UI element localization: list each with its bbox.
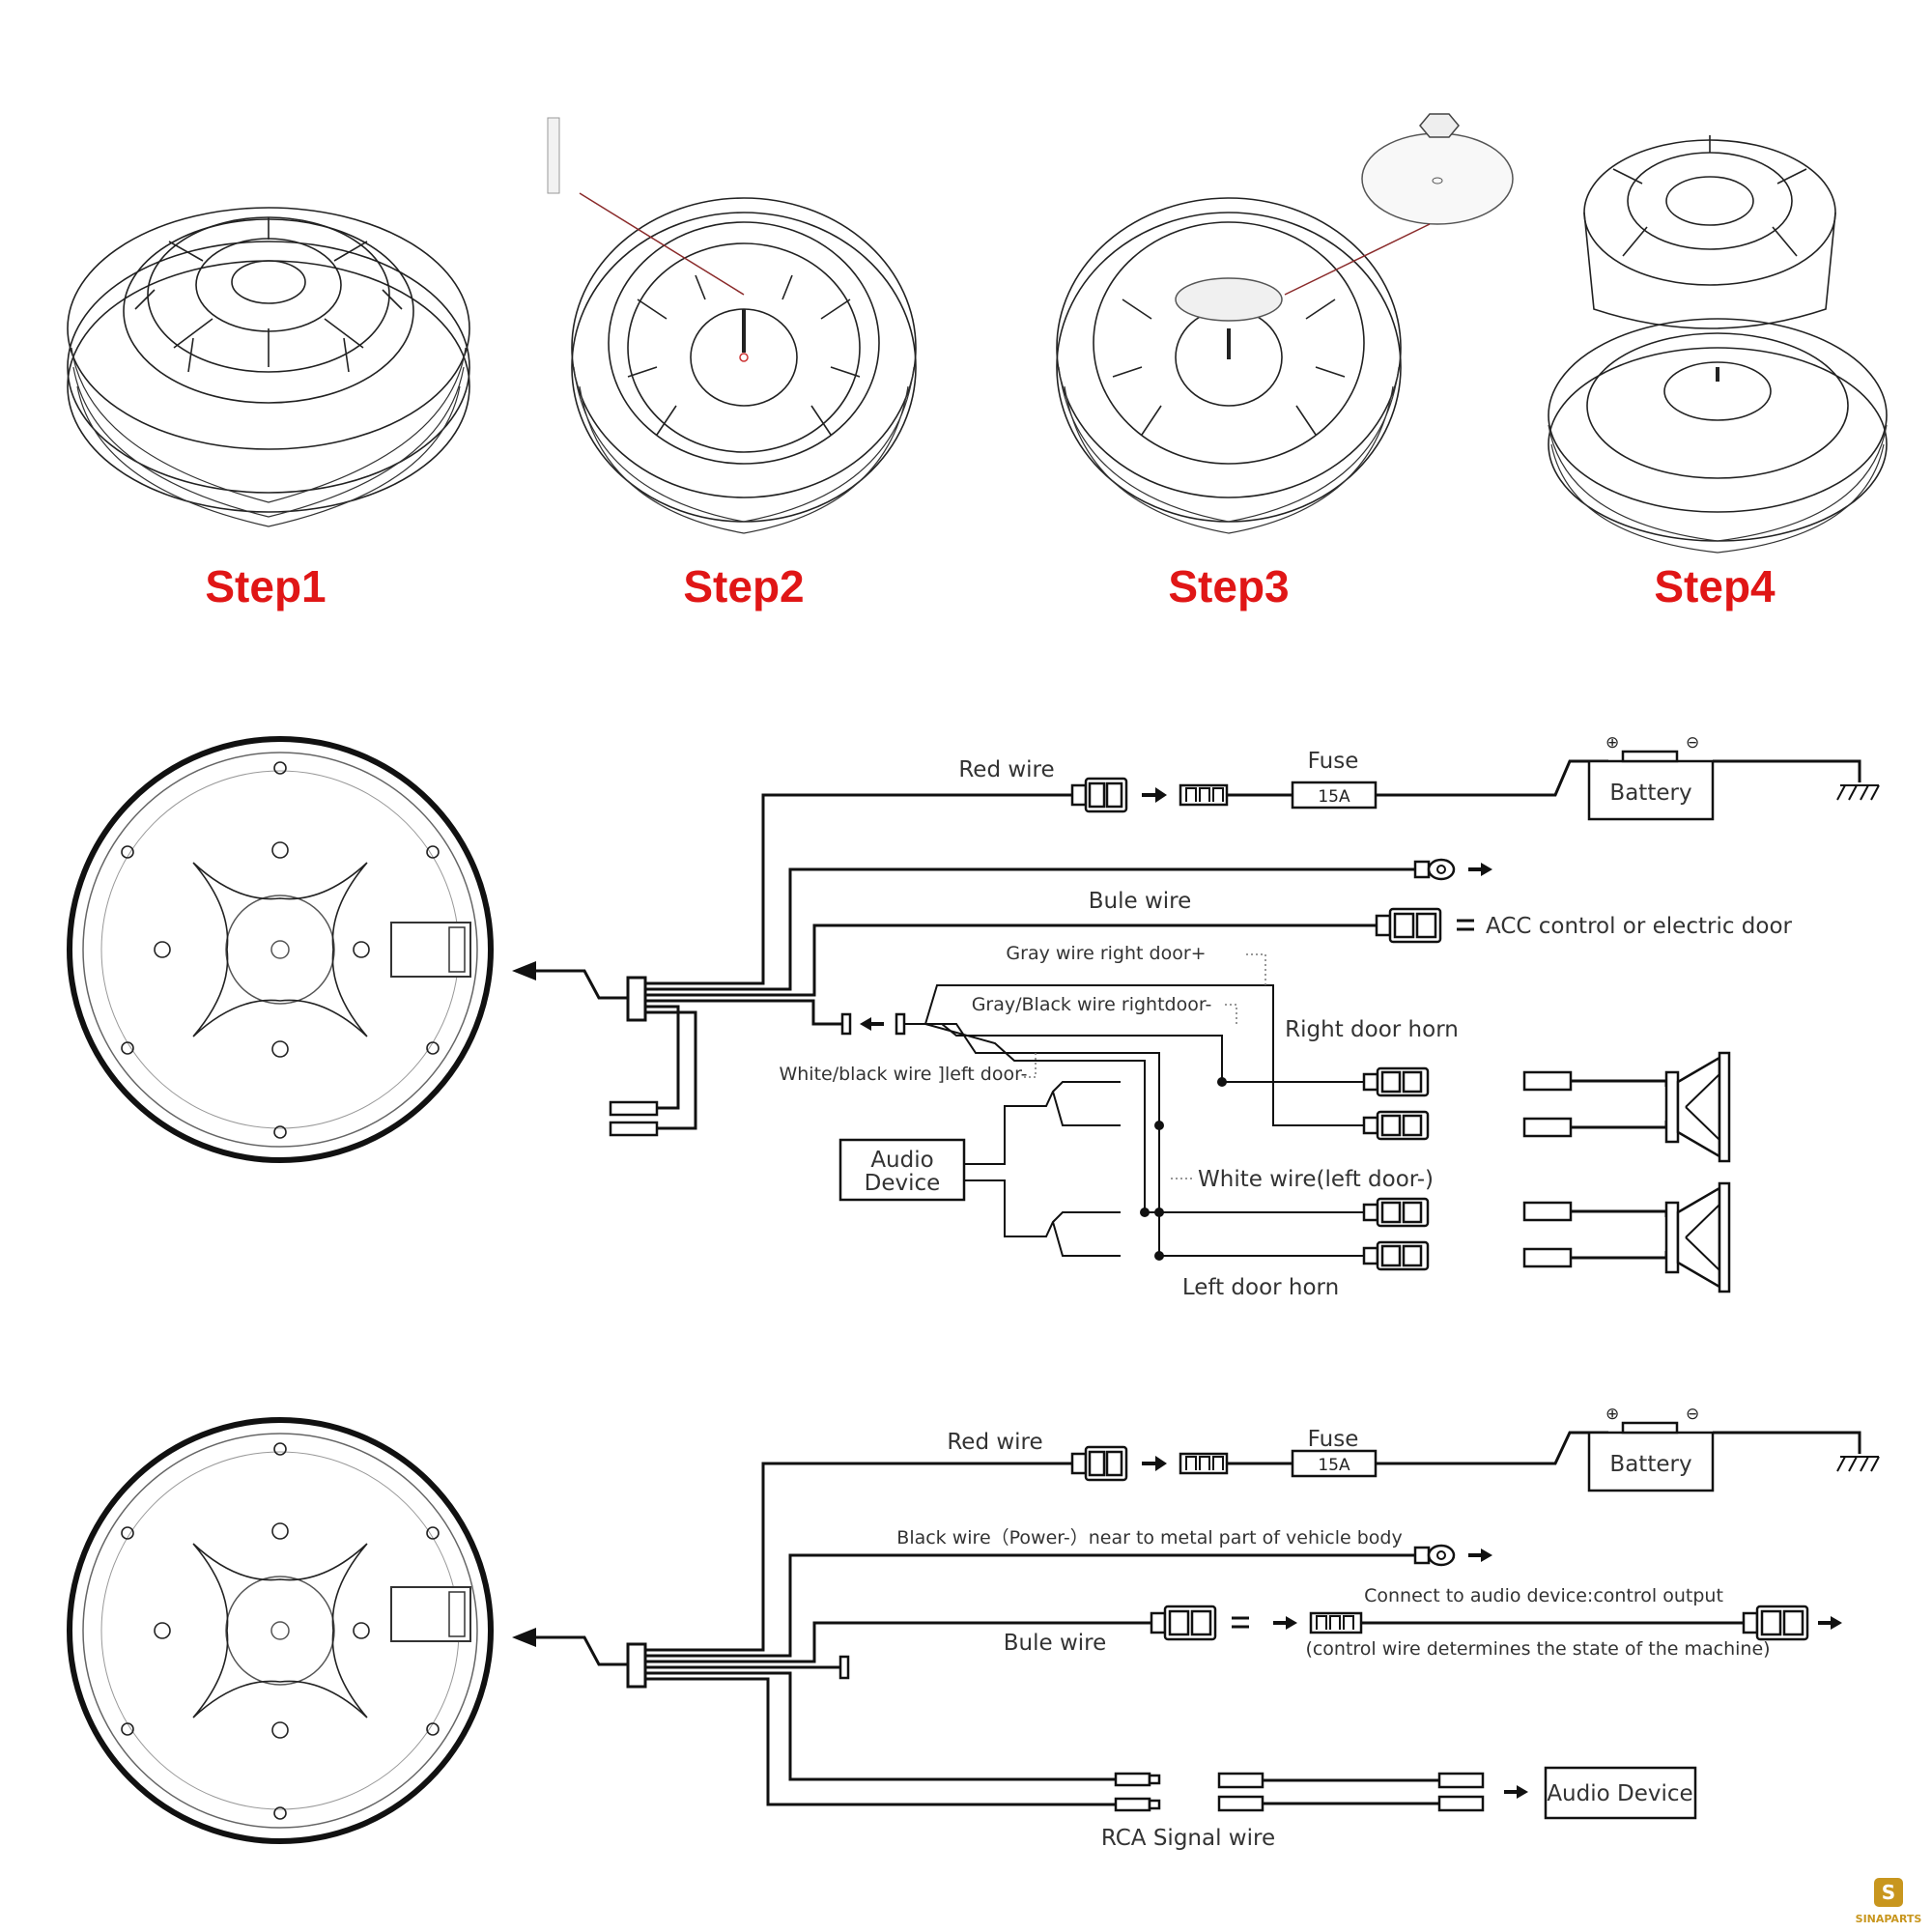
acc-label-a: ACC control or electric door — [1486, 914, 1793, 939]
battery-label-a: Battery — [1609, 781, 1691, 806]
speaker-connector-1 — [1362, 1066, 1430, 1097]
fuse-a — [1291, 781, 1378, 810]
speaker-harness-wire-a — [645, 999, 842, 1026]
arrow-right-icon — [1142, 787, 1167, 803]
minus-icon: ⊖ — [1686, 733, 1699, 753]
ring-terminal-b — [1413, 1544, 1456, 1567]
arrow-right-icon — [1504, 1785, 1528, 1799]
battery-label-b: Battery — [1609, 1452, 1691, 1477]
arrow-left-icon — [860, 1017, 884, 1031]
step3-illustration — [1056, 113, 1514, 534]
blue-wire-a — [645, 923, 1377, 997]
red-wire-label-a: Red wire — [958, 757, 1054, 782]
arrow-out-b — [512, 1628, 628, 1666]
arrow-right-icon — [1273, 1616, 1297, 1630]
white-black-wire-label-a: White/black wire ]left door- — [779, 1064, 1027, 1085]
equals-icon — [1232, 1616, 1249, 1629]
battery-a: ⊕ ⊖ Battery — [1587, 733, 1715, 821]
speaker-connector-3 — [1362, 1197, 1430, 1228]
black-wire-a — [645, 867, 1415, 991]
subwoofer-top-view-a — [67, 736, 494, 1163]
step4-illustration — [1548, 135, 1888, 554]
step2-illustration — [547, 117, 917, 534]
red-wire-a — [645, 793, 1072, 985]
blue-wire-connector-b — [1150, 1605, 1217, 1641]
step1-label: Step1 — [205, 561, 326, 611]
step2-label: Step2 — [683, 561, 804, 611]
arrow-right-icon — [1142, 1456, 1167, 1471]
arrow-out-a — [512, 961, 628, 1000]
harness-connector-b — [626, 1642, 647, 1689]
battery-b: ⊕ ⊖ Battery — [1587, 1405, 1715, 1492]
red-wire-connector-a — [1070, 777, 1128, 813]
rca-wire-label-b: RCA Signal wire — [1101, 1826, 1275, 1851]
plus-icon: ⊕ — [1605, 733, 1619, 753]
fuse-rating-b: 15A — [1318, 1456, 1350, 1475]
arrow-right-icon — [1818, 1616, 1842, 1630]
step3-label: Step3 — [1168, 561, 1289, 611]
black-wire-label-b: Black wire（Power-）near to metal part of … — [896, 1527, 1402, 1548]
audio-device-label-line1-a: Audio — [870, 1148, 933, 1173]
fuse-b — [1291, 1449, 1378, 1478]
equals-icon — [1457, 919, 1474, 931]
fuse-label-a: Fuse — [1308, 749, 1359, 774]
speaker-connector-4 — [1362, 1240, 1430, 1271]
minus-icon: ⊖ — [1686, 1405, 1699, 1424]
white-wire-label-a: White wire(left door-) — [1198, 1167, 1434, 1192]
fuse-holder-a — [1179, 783, 1229, 807]
speaker-connector-2 — [1362, 1110, 1430, 1141]
fuse-rating-a: 15A — [1318, 787, 1350, 807]
left-door-horn-label-a: Left door horn — [1182, 1275, 1339, 1300]
output-connector-b — [1742, 1605, 1809, 1641]
blue-wire-label-b: Bule wire — [1004, 1631, 1107, 1656]
gray-wire-label-a: Gray wire right door+ — [1006, 943, 1206, 964]
arrow-right-icon — [1468, 1548, 1492, 1562]
red-wire-connector-b — [1070, 1445, 1128, 1482]
blue-wire-connector-a — [1375, 907, 1442, 944]
fuse-holder-b — [1179, 1452, 1229, 1475]
ground-icon — [1836, 784, 1880, 801]
harness-connector-a — [626, 976, 647, 1022]
blue-wire-label-a: Bule wire — [1089, 889, 1192, 914]
audio-device-label-b: Audio Device — [1547, 1781, 1692, 1806]
step1-illustration — [67, 207, 470, 527]
ring-terminal-a — [1413, 858, 1456, 881]
control-note-b: (control wire determines the state of th… — [1305, 1638, 1770, 1660]
fuse-label-b: Fuse — [1308, 1427, 1359, 1452]
audio-device-box-a: Audio Device — [838, 1138, 966, 1202]
rca-cable-b — [1217, 1772, 1485, 1812]
control-plug-b — [1309, 1611, 1744, 1634]
rca-plugs-a — [609, 1100, 659, 1137]
right-speaker-icon — [1522, 1051, 1731, 1163]
step4-label: Step4 — [1654, 561, 1776, 611]
svg-text:S: S — [1882, 1881, 1895, 1904]
left-speaker-icon — [1522, 1181, 1731, 1293]
right-door-horn-label-a: Right door horn — [1285, 1017, 1459, 1042]
plus-icon: ⊕ — [1605, 1405, 1619, 1424]
watermark-text: SINAPARTS — [1856, 1913, 1922, 1925]
rca-jack-b — [1114, 1772, 1161, 1812]
sinaparts-logo: S SINAPARTS — [1856, 1878, 1922, 1925]
gray-black-wire-label-a: Gray/Black wire rightdoor- — [972, 994, 1212, 1015]
connect-label-b: Connect to audio device:control output — [1364, 1585, 1723, 1606]
red-wire-label-b: Red wire — [947, 1430, 1042, 1455]
arrow-right-icon — [1468, 863, 1492, 876]
audio-device-box-b: Audio Device — [1544, 1766, 1697, 1820]
subwoofer-top-view-b — [67, 1417, 494, 1844]
ground-icon — [1836, 1456, 1880, 1472]
audio-device-label-line2-a: Device — [865, 1171, 941, 1196]
